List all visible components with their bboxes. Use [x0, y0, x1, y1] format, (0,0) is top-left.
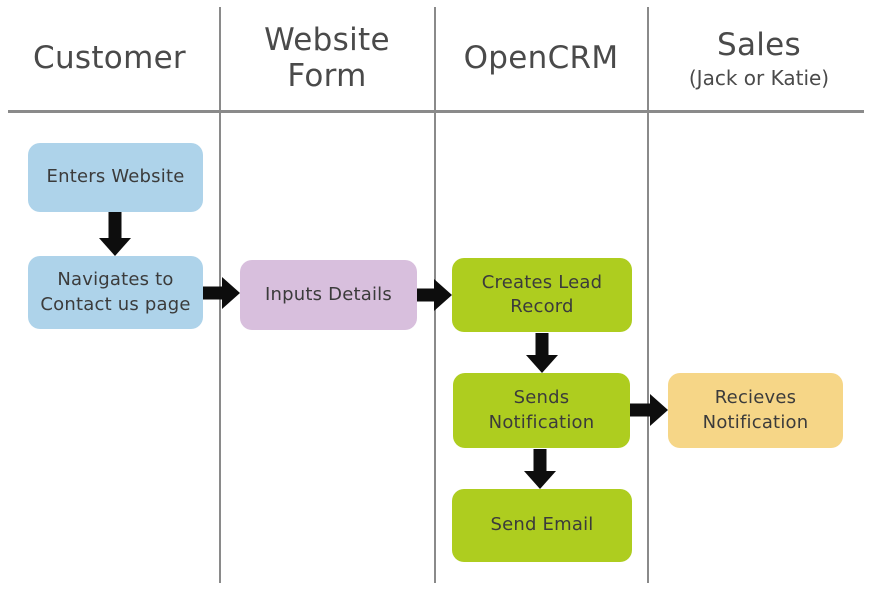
- arrow-head: [524, 471, 556, 489]
- arrow-stem: [533, 449, 547, 475]
- arrow-right-icon-navigates-to-inputs: [203, 277, 240, 309]
- header-underline: [8, 110, 864, 113]
- arrow-stem: [630, 403, 654, 417]
- lane-header-sales: Sales (Jack or Katie): [648, 12, 870, 106]
- node-creates-lead-record: Creates Lead Record: [452, 258, 632, 332]
- arrow-down-icon-sends-to-email: [524, 449, 556, 489]
- arrow-right-icon-inputs-to-creates: [417, 279, 452, 311]
- arrow-head: [222, 277, 240, 309]
- node-inputs-details: Inputs Details: [240, 260, 417, 330]
- lane-header-website-form: Website Form: [220, 12, 434, 106]
- arrow-stem: [535, 333, 549, 359]
- arrow-head: [99, 238, 131, 256]
- lane-title-sales: Sales: [716, 27, 801, 64]
- node-enters-website: Enters Website: [28, 143, 203, 212]
- arrow-stem: [417, 288, 438, 302]
- node-send-email: Send Email: [452, 489, 632, 562]
- lane-header-opencrm: OpenCRM: [435, 12, 647, 106]
- arrow-right-icon-sends-to-recieves: [630, 394, 668, 426]
- arrow-head: [650, 394, 668, 426]
- arrow-head: [526, 355, 558, 373]
- lane-divider-3: [647, 7, 649, 583]
- lane-subtitle-sales: (Jack or Katie): [688, 65, 830, 90]
- arrow-down-icon-creates-to-sends: [526, 333, 558, 373]
- node-recieves-notification: Recieves Notification: [668, 373, 843, 448]
- lane-title-website-form: Website Form: [264, 22, 390, 94]
- lane-title-customer: Customer: [33, 40, 186, 77]
- lane-header-customer: Customer: [0, 12, 219, 106]
- arrow-down-icon-enters-to-navigates: [99, 212, 131, 256]
- arrow-stem: [203, 286, 226, 300]
- lane-title-opencrm: OpenCRM: [463, 40, 619, 77]
- arrow-head: [434, 279, 452, 311]
- arrow-stem: [108, 212, 122, 242]
- node-sends-notification: Sends Notification: [453, 373, 630, 448]
- node-navigates-to-contact-us-page: Navigates to Contact us page: [28, 256, 203, 329]
